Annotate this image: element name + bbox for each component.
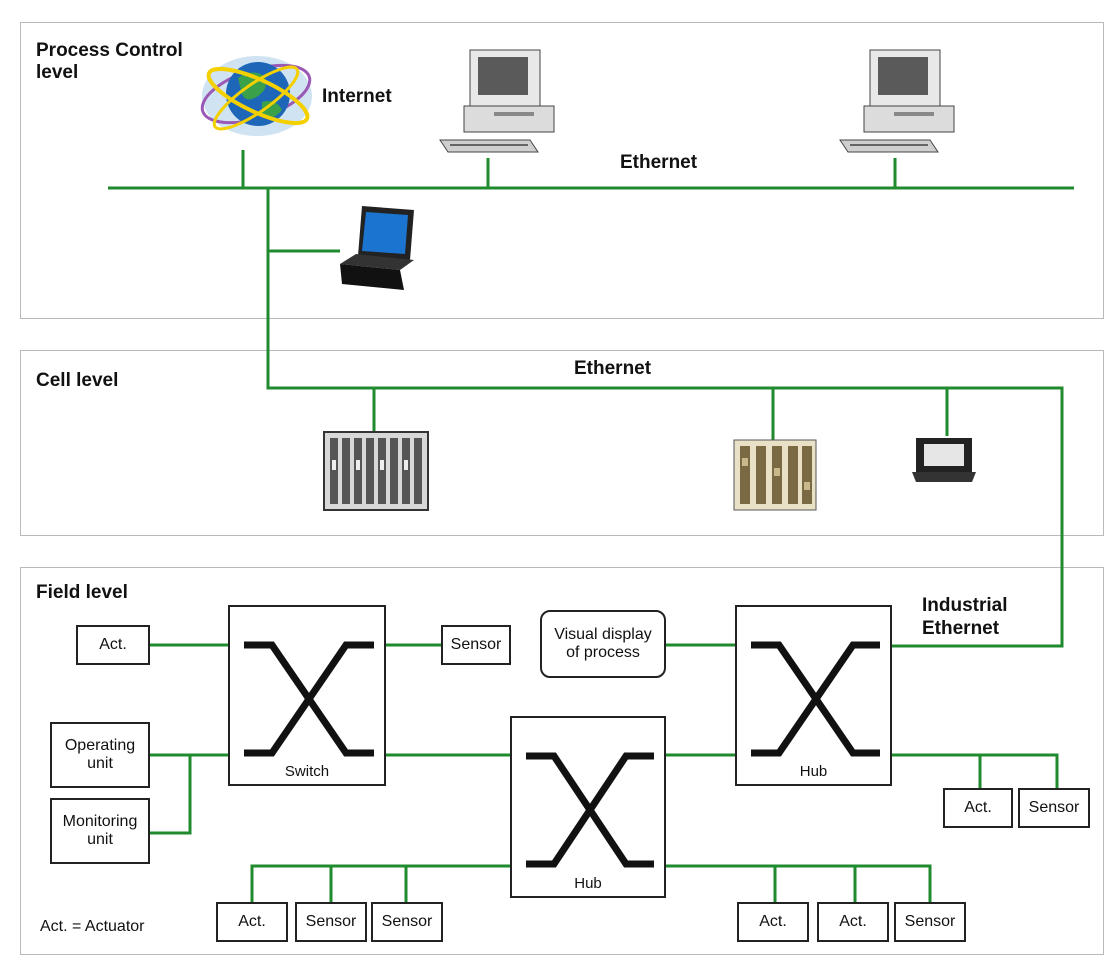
actuator-box: Act. xyxy=(216,902,288,942)
actuator-box: Act. xyxy=(737,902,809,942)
cell-level-title: Cell level xyxy=(36,370,119,391)
desktop-computer-icon xyxy=(839,49,955,153)
operating-unit-box: Operating unit xyxy=(50,722,150,788)
ethernet-top-label: Ethernet xyxy=(620,152,698,173)
process-control-level-title: Process Control level xyxy=(36,40,183,83)
laptop-icon xyxy=(340,206,414,290)
actuator-box: Act. xyxy=(76,625,150,665)
sensor-box: Sensor xyxy=(295,902,367,942)
switch: Switch xyxy=(228,605,386,786)
sensor-box: Sensor xyxy=(1018,788,1090,828)
operator-terminal-icon xyxy=(912,438,976,482)
sensor-box: Sensor xyxy=(441,625,511,665)
monitoring-unit-box: Monitoring unit xyxy=(50,798,150,864)
hub-right: Hub xyxy=(735,605,892,786)
sensor-box: Sensor xyxy=(894,902,966,942)
desktop-computer-icon xyxy=(439,49,555,153)
switch-label: Switch xyxy=(284,763,330,780)
ethernet-cell-label: Ethernet xyxy=(574,358,652,379)
sensor-box: Sensor xyxy=(371,902,443,942)
actuator-box: Act. xyxy=(817,902,889,942)
globe-icon xyxy=(200,56,312,136)
crossover-symbol xyxy=(751,641,880,757)
actuator-box: Act. xyxy=(943,788,1013,828)
internet-label: Internet xyxy=(322,86,392,107)
crossover-symbol xyxy=(244,641,374,757)
visual-display-box: Visual display of process xyxy=(540,610,666,678)
industrial-ethernet-label: Industrial Ethernet xyxy=(922,595,1008,639)
plc-module-icon xyxy=(733,439,817,511)
field-level-title: Field level xyxy=(36,582,128,603)
hub-right-label: Hub xyxy=(799,763,828,780)
legend-text: Act. = Actuator xyxy=(40,918,145,935)
hub-center: Hub xyxy=(510,716,666,898)
rack-controller-icon xyxy=(323,431,429,511)
hub-center-label: Hub xyxy=(574,875,602,892)
crossover-symbol xyxy=(526,752,654,868)
